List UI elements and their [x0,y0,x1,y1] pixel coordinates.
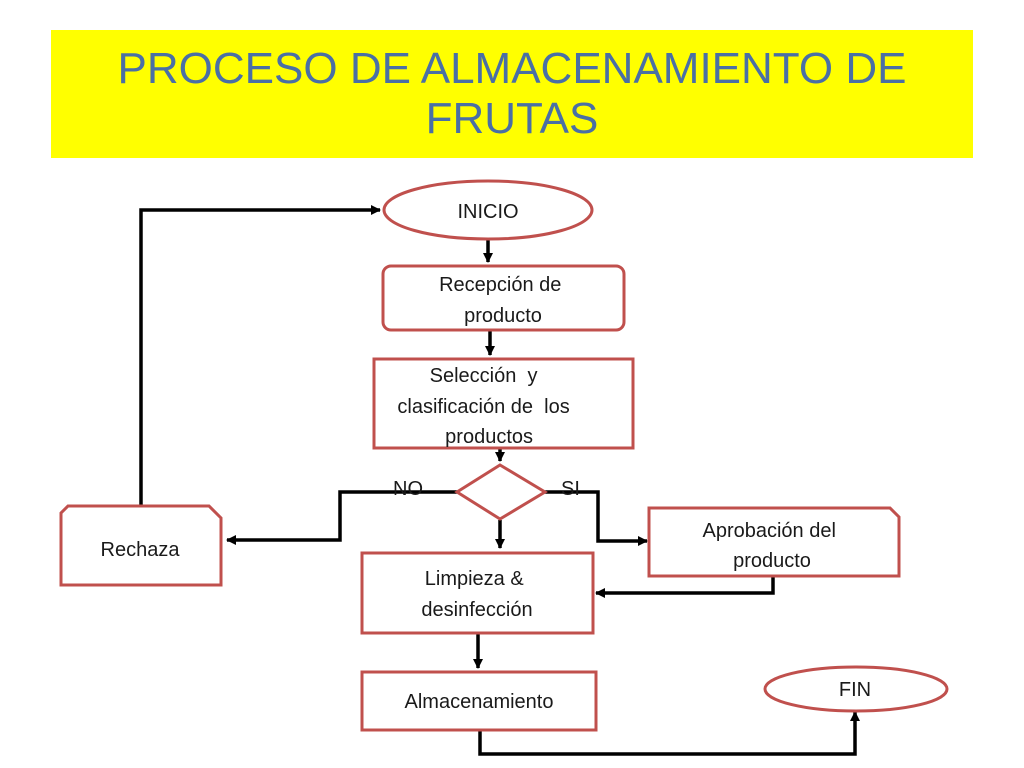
rechaza-node [59,504,223,587]
inicio-node [382,179,594,241]
aprobacion-label-line-1: Aprobación del [703,520,836,542]
limpieza-node [360,551,595,635]
seleccion-label-line-1: Selección y [430,365,538,387]
aprobacion-label: Aprobación del producto [703,520,842,572]
arrow-no-to-rechaza [226,490,457,545]
recepcion-node [381,264,626,332]
recepcion-label-line-1: Recepción de [439,274,561,296]
arrow-almacenamiento-to-fin [478,711,860,756]
branch-si-label: SI [561,478,580,500]
fin-label: FIN [839,679,871,701]
rechaza-label: Rechaza [101,539,181,561]
almacenamiento-node [360,670,598,732]
arrow-si-to-aprobacion [545,490,648,546]
title-banner: PROCESO DE ALMACENAMIENTO DE FRUTAS [51,30,973,158]
page-title: PROCESO DE ALMACENAMIENTO DE FRUTAS [117,44,907,143]
decision-diamond [454,463,548,521]
limpieza-label-line-2: desinfección [421,599,532,621]
connectors [139,205,860,756]
recepcion-label: Recepción de producto [439,274,567,327]
seleccion-node [372,357,635,450]
aprobacion-node [647,506,901,578]
fin-node [763,665,949,713]
aprobacion-label-line-2: producto [733,550,811,572]
recepcion-label-line-2: producto [464,305,542,327]
almacenamiento-label: Almacenamiento [405,691,554,713]
seleccion-label: Selección y clasificación de los product… [0,0,609,448]
seleccion-label-line-3: productos [445,426,533,448]
arrow-rechaza-to-inicio [139,205,381,505]
limpieza-label: Limpieza & desinfección [421,568,532,621]
arrow-aprobacion-to-limpieza [595,576,775,598]
seleccion-label-line-2: clasificación de los [397,396,569,418]
inicio-label: INICIO [457,201,518,223]
branch-no-label: NO [393,478,423,500]
limpieza-label-line-1: Limpieza & [425,568,525,590]
